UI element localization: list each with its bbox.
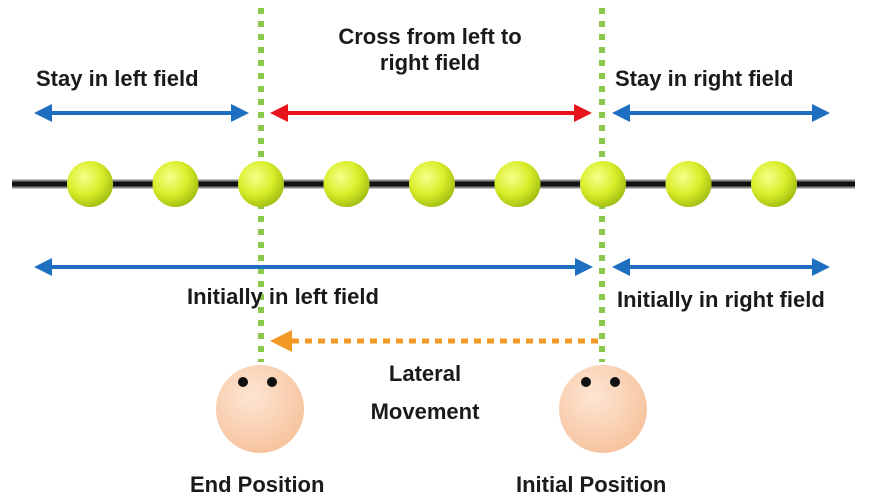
label-stay-right: Stay in right field: [615, 66, 794, 91]
right-eye-icon: [267, 377, 277, 387]
lateral-movement-arrow: [270, 330, 598, 352]
arrow-stay-right: [612, 104, 830, 122]
label-stay-left: Stay in left field: [36, 66, 199, 91]
right-eye-icon: [610, 377, 620, 387]
label-init-right: Initially in right field: [617, 287, 825, 312]
left-eye-icon: [581, 377, 591, 387]
arrow-cross: [270, 104, 592, 122]
label-init-left: Initially in left field: [187, 284, 379, 309]
label-cross-text: Cross from left to right field: [338, 24, 522, 75]
label-initial-position: Initial Position: [516, 472, 667, 497]
ball: [238, 161, 284, 207]
ball: [494, 161, 541, 207]
label-cross: Cross from left to right field: [290, 24, 570, 76]
arrow-init-left: [34, 258, 593, 276]
ball: [323, 161, 370, 207]
ball: [67, 161, 113, 207]
arrow-init-right: [612, 258, 830, 276]
label-lateral: Lateral Movement: [345, 355, 505, 431]
ball-row: [67, 161, 797, 207]
ball: [580, 161, 626, 207]
ball: [409, 161, 455, 207]
left-eye-icon: [238, 377, 248, 387]
ball: [665, 161, 712, 207]
label-lateral-text: Lateral Movement: [370, 361, 480, 424]
ball: [751, 161, 797, 207]
label-end-position: End Position: [190, 472, 325, 497]
ball: [152, 161, 199, 207]
initial-position-face: [559, 365, 647, 453]
end-position-face: [216, 365, 304, 453]
arrow-stay-left: [34, 104, 249, 122]
